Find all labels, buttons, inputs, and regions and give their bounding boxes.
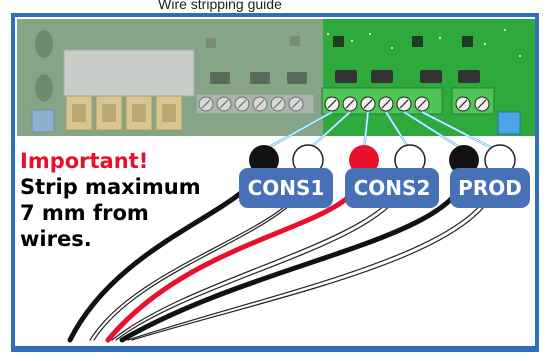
- note-line-2: 7 mm from: [20, 201, 149, 225]
- chip-icon: [333, 36, 473, 47]
- mounting-hole-icon: [35, 30, 53, 58]
- strip-note: Important! Strip maximum 7 mm from wires…: [20, 148, 201, 252]
- diagram-caption: Wire stripping guide: [158, 0, 282, 12]
- mounting-hole-icon: [35, 74, 53, 102]
- label-cons1: CONS1: [239, 168, 333, 208]
- wire-end-black: [249, 145, 279, 175]
- label-prod: PROD: [450, 168, 530, 208]
- note-line-3: wires.: [20, 227, 92, 251]
- warning-label: Important!: [20, 149, 149, 173]
- connector-icon: [497, 111, 521, 135]
- relay-terminals: [65, 95, 183, 131]
- note-line-1: Strip maximum: [20, 175, 201, 199]
- right-board-components: [321, 29, 521, 135]
- wire-end-black: [449, 145, 479, 175]
- wire-ends: [249, 144, 516, 176]
- connector-icon: [31, 109, 55, 133]
- wire-end-red: [349, 145, 379, 175]
- terminal-leads-white: [263, 111, 497, 151]
- label-cons2: CONS2: [345, 168, 439, 208]
- chip-icon: [206, 36, 300, 48]
- led-icon: [210, 72, 307, 84]
- terminal-block-icon: [63, 49, 195, 97]
- led-icon: [335, 70, 480, 83]
- left-board-components: [31, 30, 315, 133]
